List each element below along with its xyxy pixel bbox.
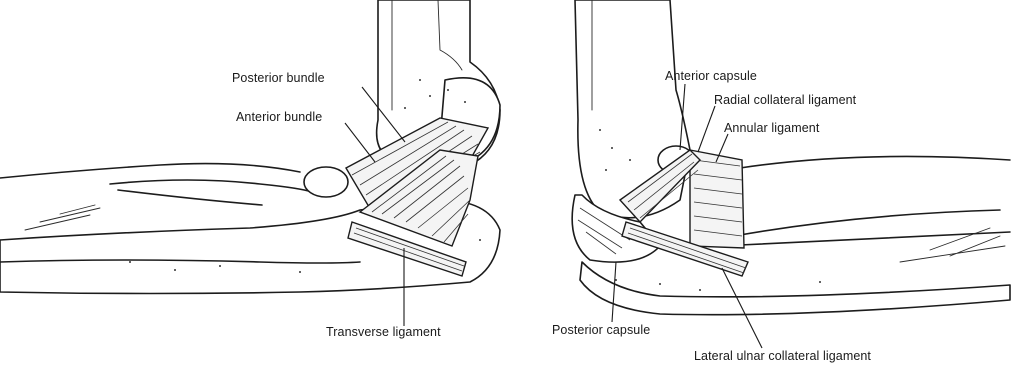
label-lateral-ulnar-collateral-ligament: Lateral ulnar collateral ligament xyxy=(694,349,871,363)
label-anterior-bundle: Anterior bundle xyxy=(236,110,322,124)
label-posterior-capsule: Posterior capsule xyxy=(552,323,650,337)
annular-ligament-shape xyxy=(690,150,744,248)
ulna-lateral xyxy=(580,262,1010,315)
label-posterior-bundle: Posterior bundle xyxy=(232,71,325,85)
medial-elbow-illustration xyxy=(0,0,500,294)
label-anterior-capsule: Anterior capsule xyxy=(665,69,757,83)
label-annular-ligament: Annular ligament xyxy=(724,121,820,135)
label-radial-collateral-ligament: Radial collateral ligament xyxy=(714,93,857,107)
lateral-elbow-illustration xyxy=(572,0,1010,315)
label-transverse-ligament: Transverse ligament xyxy=(326,325,441,339)
